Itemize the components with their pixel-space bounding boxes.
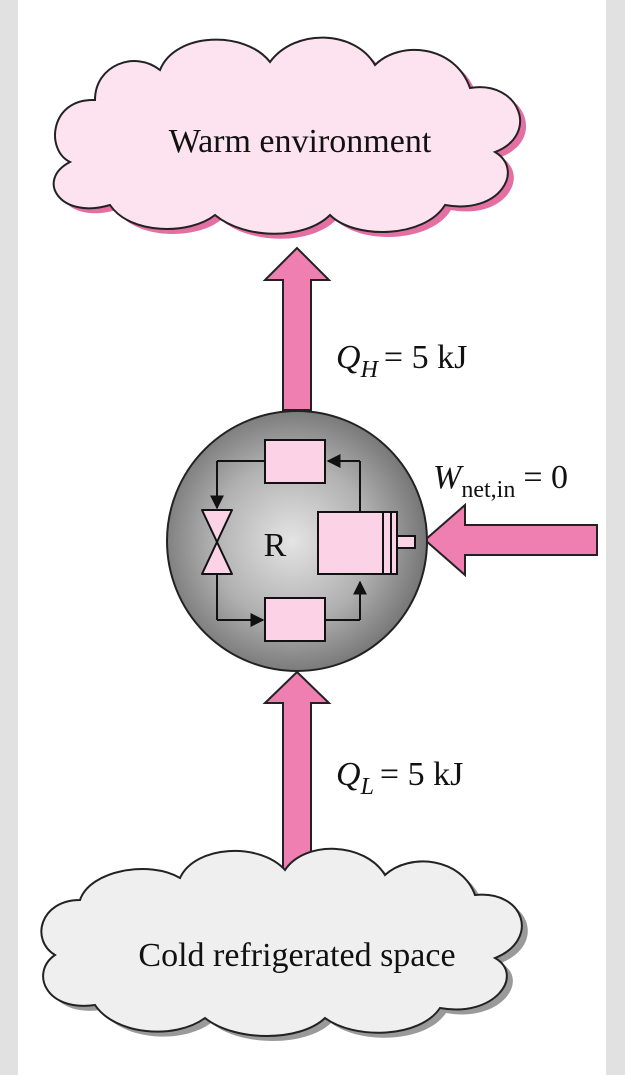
heat-rejected-subscript: H [360, 357, 380, 383]
warm-environment-label: Warm environment [169, 123, 432, 160]
refrigerant-loop [210, 454, 367, 627]
heat-rejected-value: = 5 kJ [384, 339, 467, 376]
evaporator-box [264, 597, 326, 642]
work-input-value: = 0 [523, 459, 568, 496]
heat-absorbed-value: = 5 kJ [380, 756, 463, 793]
warm-environment-cloud: Warm environment [52, 36, 527, 239]
work-input-arrow [423, 502, 598, 578]
heat-rejected-arrow [262, 246, 332, 411]
compressor-icon [317, 511, 416, 575]
heat-rejected-symbol: Q [336, 339, 361, 376]
refrigerator-unit: R [166, 410, 428, 672]
heat-absorbed-label: QL= 5 kJ [336, 756, 463, 800]
work-input-symbol: W [433, 459, 464, 496]
heat-absorbed-arrow [262, 670, 332, 871]
heat-rejected-label: QH= 5 kJ [336, 339, 467, 383]
work-input-label: Wnet,in = 0 [433, 459, 568, 503]
refrigerator-sphere [166, 410, 428, 672]
expansion-valve-icon [201, 509, 233, 575]
work-input-subscript: net,in [461, 477, 515, 503]
heat-absorbed-subscript: L [360, 774, 374, 800]
refrigerator-label: R [264, 527, 287, 564]
heat-absorbed-symbol: Q [336, 756, 361, 793]
condenser-box [264, 439, 326, 484]
cold-space-cloud: Cold refrigerated space [40, 847, 528, 1041]
cold-space-label: Cold refrigerated space [138, 937, 455, 974]
